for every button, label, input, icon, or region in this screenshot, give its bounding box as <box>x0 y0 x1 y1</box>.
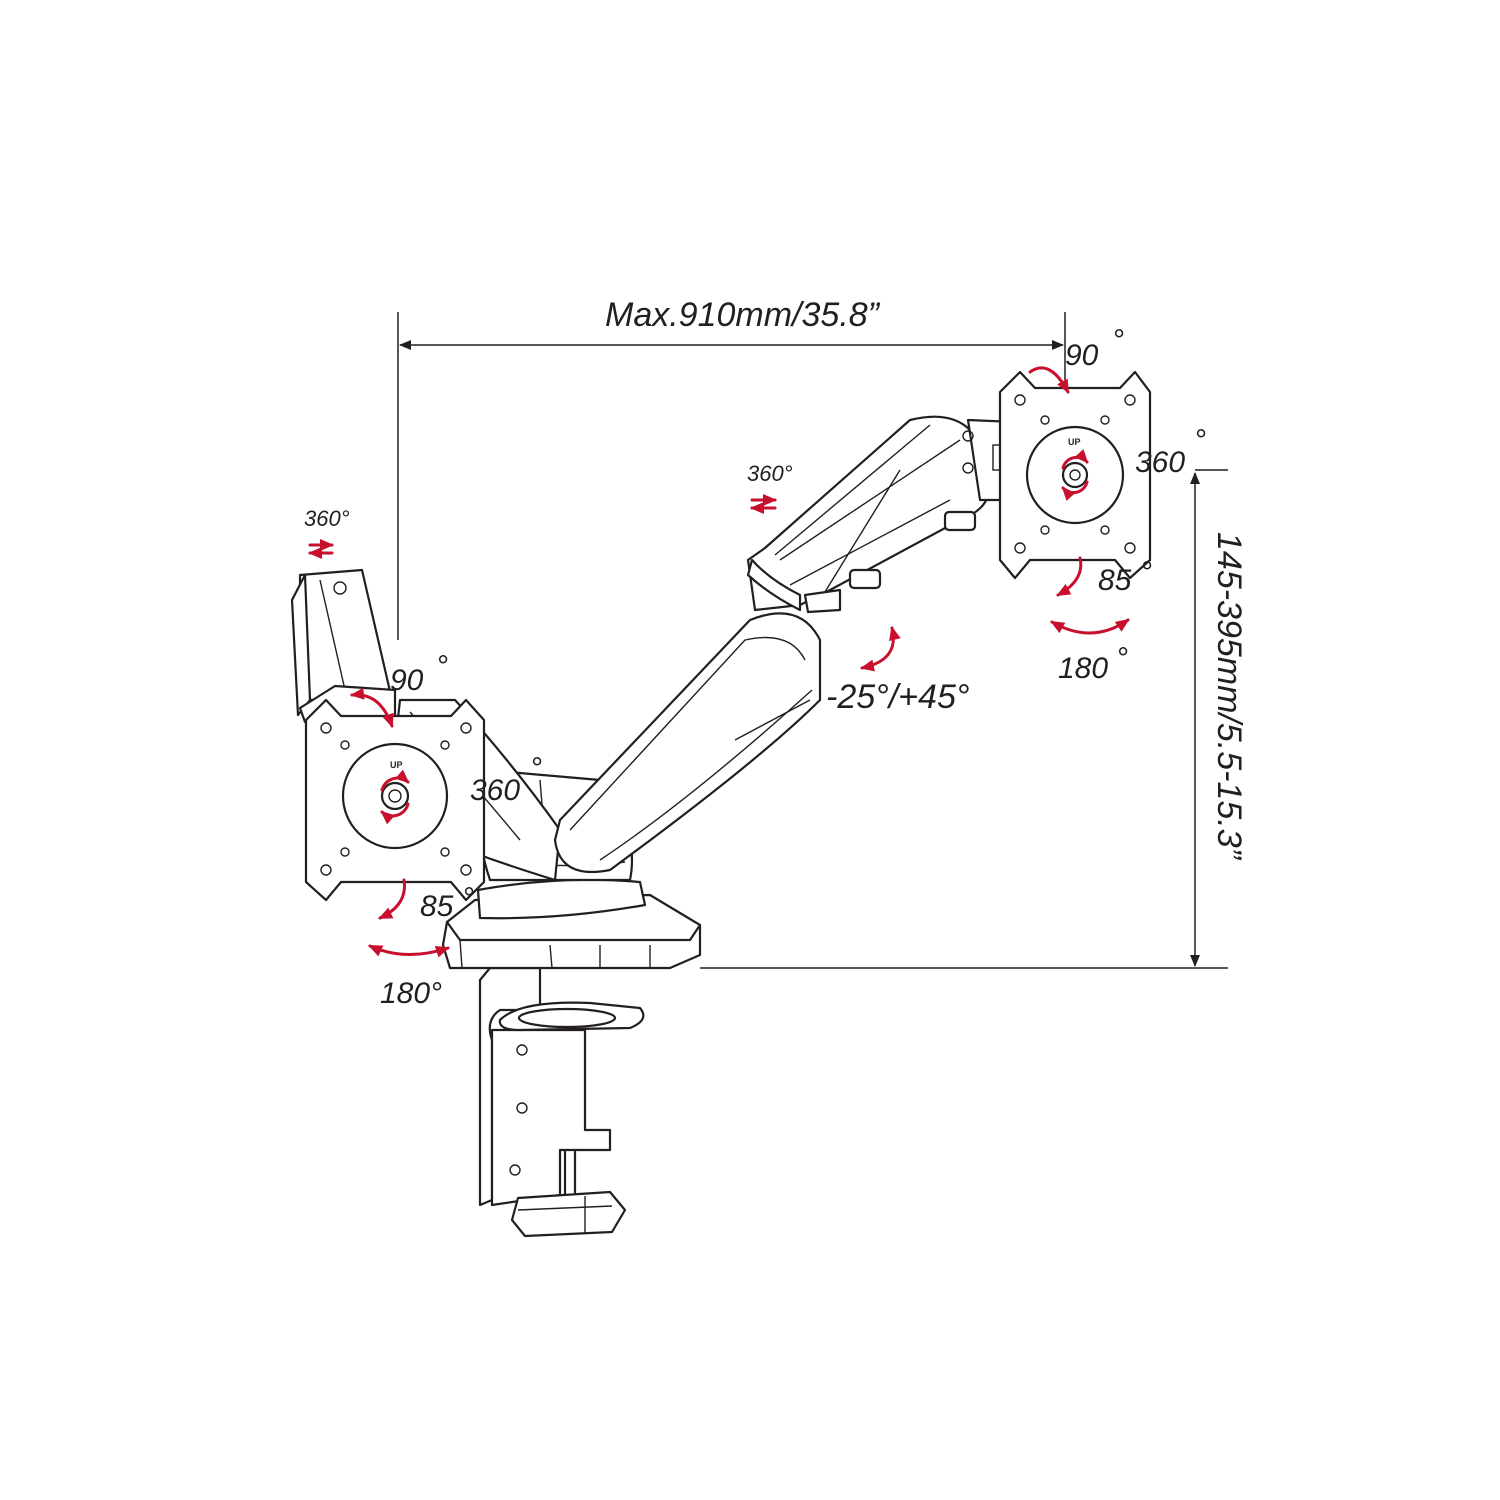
up-marker-left: UP <box>390 760 403 770</box>
degree-symbol: ° <box>1112 324 1124 357</box>
svg-text:360: 360 <box>1135 446 1185 479</box>
base-plate <box>441 878 702 970</box>
left-swivel-top-arrow <box>350 687 394 728</box>
right-arm-rotate-icon <box>750 494 777 514</box>
svg-text:85: 85 <box>420 890 454 923</box>
right-tilt-arrow <box>1056 556 1083 597</box>
height-range-label: 145-395mm/5.5-15.3” <box>1210 532 1248 861</box>
left-upper-arm <box>290 568 397 724</box>
svg-text:90: 90 <box>390 664 424 697</box>
degree-symbol: ° <box>1140 556 1152 589</box>
left-tilt-label: 85 ° <box>420 882 474 923</box>
svg-text:180: 180 <box>1058 652 1108 685</box>
right-swivel-top-label: 90 ° <box>1065 324 1124 372</box>
desk-clamp <box>478 966 645 1238</box>
height-dimension <box>700 469 1228 969</box>
left-arm-rotation-label: 360° <box>304 506 350 531</box>
plate-rotate-icon <box>1061 449 1089 470</box>
left-vesa-plate: UP <box>304 698 486 902</box>
degree-symbol: ° <box>1116 642 1128 675</box>
right-plate-rotation-label: 360 ° <box>1135 424 1206 479</box>
svg-text:90: 90 <box>1065 339 1099 372</box>
svg-text:85: 85 <box>1098 564 1132 597</box>
svg-text:360: 360 <box>470 774 520 807</box>
degree-symbol: ° <box>436 650 448 683</box>
right-upper-arm <box>746 415 1020 614</box>
left-plate-rotation-label: 360 ° <box>470 752 542 807</box>
left-swivel-bottom-arrow <box>368 944 450 958</box>
right-arm-rotation-label: 360° <box>747 461 793 486</box>
right-vesa-plate: UP <box>998 370 1152 580</box>
left-swivel-bottom-label: 180° <box>380 977 442 1010</box>
up-marker: UP <box>1068 437 1081 447</box>
arm-tilt-arrow <box>860 626 901 672</box>
left-tilt-arrow <box>378 878 406 920</box>
right-lower-arm <box>553 612 822 874</box>
right-tilt-label: 85 ° <box>1098 556 1152 597</box>
right-swivel-bottom-arrow <box>1050 618 1130 635</box>
max-reach-label: Max.910mm/35.8” <box>605 296 881 334</box>
degree-symbol: ° <box>530 752 542 785</box>
degree-symbol: ° <box>1194 424 1206 457</box>
reach-dimension <box>397 312 1066 640</box>
left-arm-rotate-icon <box>308 539 334 559</box>
arm-tilt-label: -25°/+45° <box>826 678 969 716</box>
right-swivel-top-arrow <box>1028 366 1070 394</box>
degree-symbol: ° <box>462 882 474 915</box>
plate-rotate-icon-left <box>380 769 410 792</box>
left-swivel-top-label: 90 ° <box>390 650 448 697</box>
right-swivel-bottom-label: 180 ° <box>1058 642 1128 685</box>
